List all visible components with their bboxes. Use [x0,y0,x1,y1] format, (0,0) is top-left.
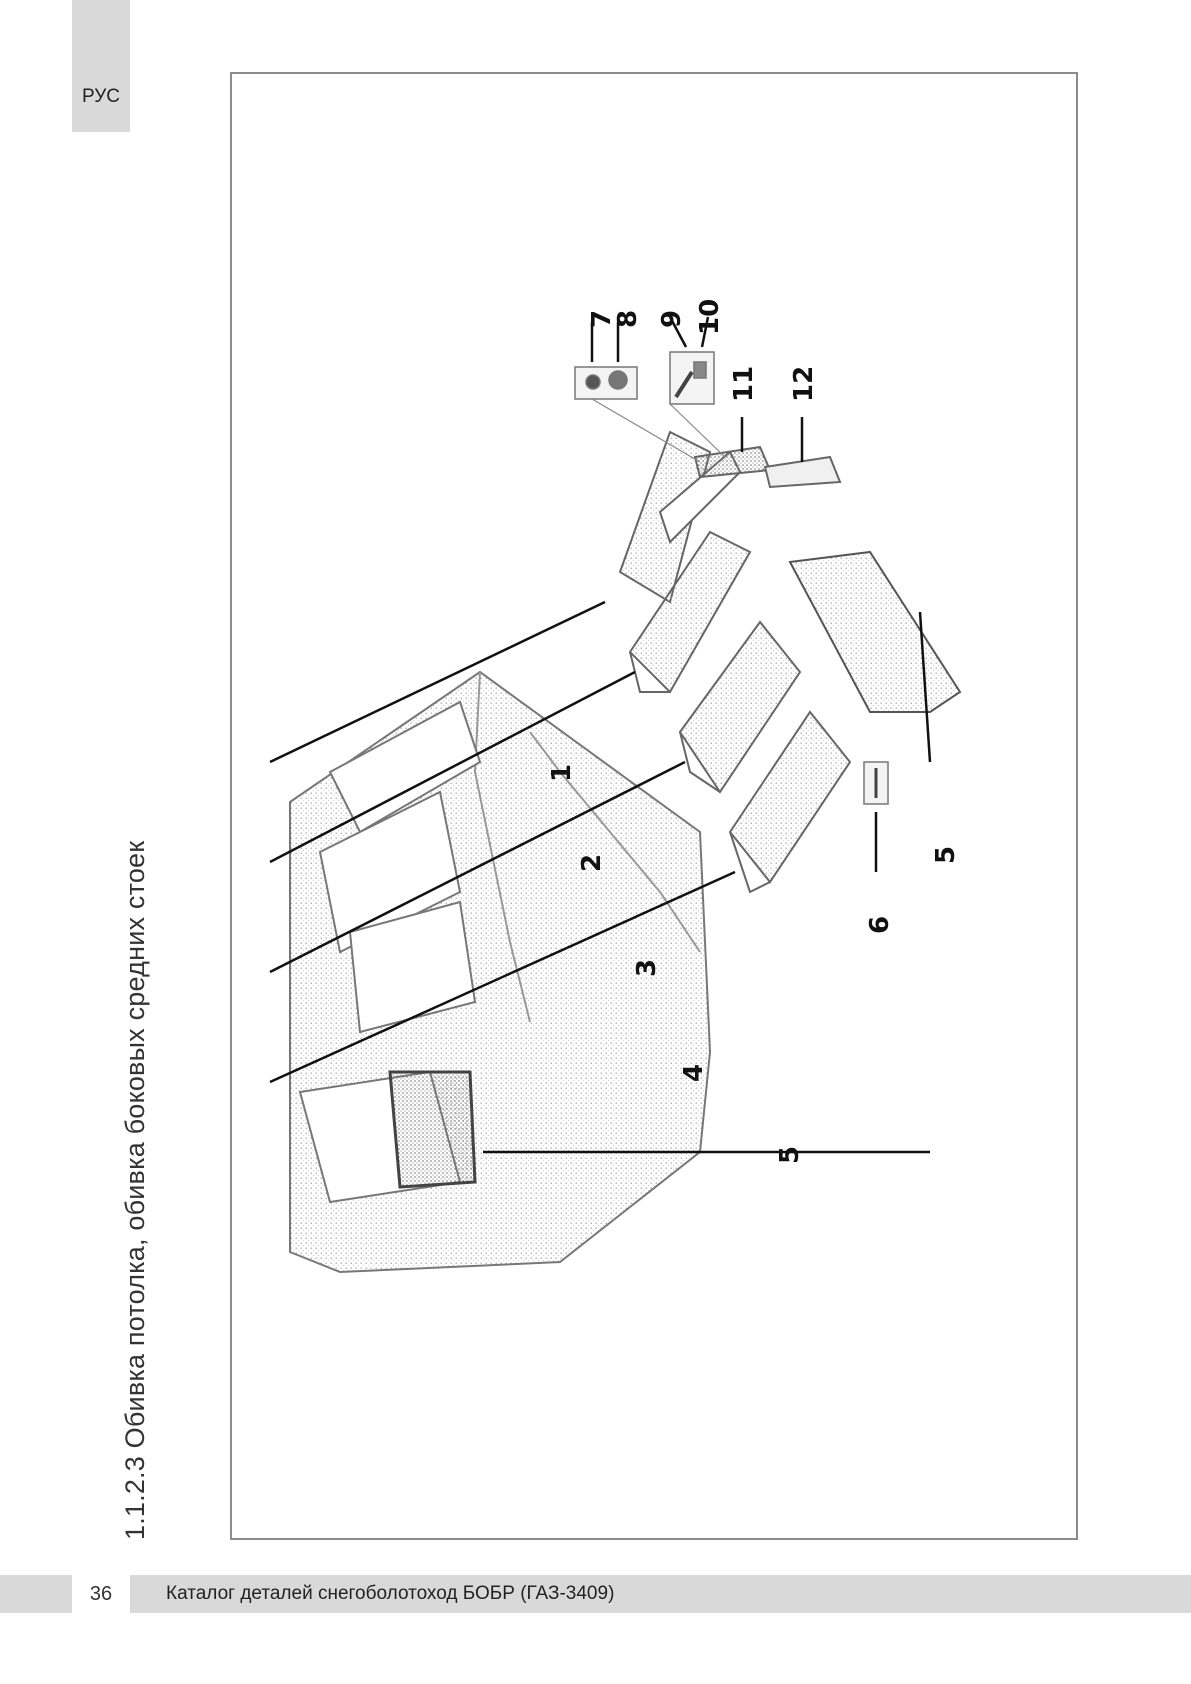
callout-4: 4 [679,1064,709,1082]
callout-12: 12 [789,366,819,402]
callout-numbers: 1 2 3 4 5 5 6 7 8 9 10 11 12 [547,299,961,1164]
parts-9-10-fasteners [669,351,715,405]
callout-5-loose: 5 [931,846,961,864]
parts-7-8-fasteners [574,366,638,400]
page-footer: 36 Каталог деталей снегоболотоход БОБР (… [0,1575,1191,1613]
callout-11: 11 [729,366,759,402]
callout-8: 8 [613,310,643,328]
leader-lines [269,316,932,1154]
language-tab-label: РУС [81,86,121,107]
exploded-parts-diagram: 1 2 3 4 5 5 6 7 8 9 10 11 12 [269,299,962,1274]
figure-frame [230,72,1078,1540]
part-4-panel [728,710,852,894]
page-number: 36 [72,1575,130,1613]
language-tab: РУС [72,0,130,132]
cabin-body [289,670,712,1274]
part-2-panel [628,530,752,694]
callout-6: 6 [865,916,895,934]
footer-right-bar [130,1575,1191,1613]
part-12-bracket [763,455,842,489]
callout-1: 1 [547,764,577,782]
callout-3: 3 [632,959,662,977]
callout-2: 2 [577,854,607,872]
part-6-fastener [863,761,889,805]
part-5-panel [788,550,962,713]
footer-left-bar [0,1575,72,1613]
callout-7: 7 [587,310,617,328]
part-3-panel [678,620,802,794]
catalog-title: Каталог деталей снегоболотоход БОБР (ГАЗ… [166,1583,615,1604]
callout-9: 9 [657,310,687,328]
callout-10: 10 [695,299,725,335]
section-title: 1.1.2.3 Обивка потолка, обивка боковых с… [120,840,150,1540]
callout-5-installed: 5 [775,1146,805,1164]
